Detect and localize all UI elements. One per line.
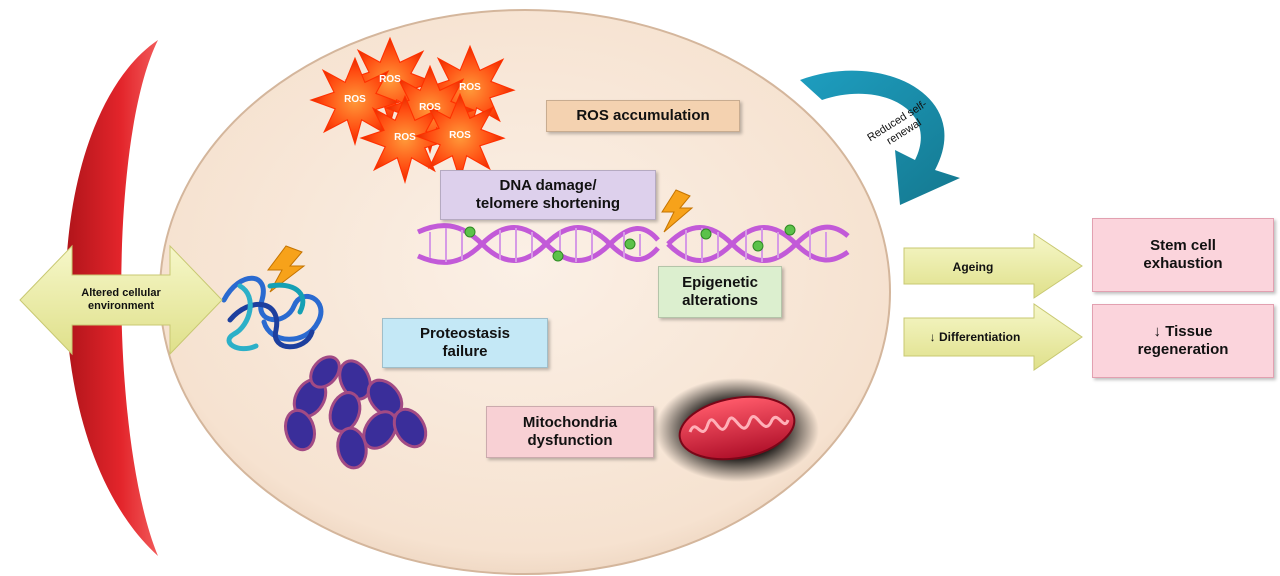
ageing-label: Ageing [952, 259, 994, 274]
mito-line1: Mitochondria [522, 414, 618, 431]
dna-helix-rungs [429, 228, 827, 262]
mito-line2: dysfunction [527, 432, 613, 449]
mitochondria-dysfunction-label: Mitochondria dysfunction [486, 406, 654, 458]
misfolded-protein-icon [221, 275, 324, 352]
stem-line1: Stem cell [1150, 237, 1216, 254]
epigenetic-line2: alterations [682, 292, 758, 309]
altered-line2: environment [87, 300, 154, 312]
tissue-line2: regeneration [1137, 341, 1229, 358]
dna-damage-line2: telomere shortening [475, 195, 621, 212]
stem-cell-exhaustion-box: Stem cell exhaustion [1092, 218, 1274, 292]
mitochondrion-icon [678, 395, 796, 461]
ros-star-label: ROS [344, 94, 366, 105]
epigenetic-alterations-label: Epigenetic alterations [658, 266, 782, 318]
lightning-bolt-icon [267, 245, 306, 293]
tissue-line1: ↓ Tissue [1153, 323, 1213, 340]
differentiation-label: ↓ Differentiation [929, 329, 1021, 344]
epigenetic-line1: Epigenetic [682, 274, 758, 291]
ros-star-label: ROS [379, 74, 401, 85]
altered-environment-double-arrow [19, 244, 223, 356]
reduced-self-renewal-curved-arrow [800, 70, 960, 206]
stem-line2: exhaustion [1143, 255, 1223, 272]
proteostasis-line2: failure [442, 343, 488, 360]
ros-accumulation-label: ROS accumulation [546, 100, 740, 132]
proteostasis-line1: Proteostasis [419, 325, 511, 342]
ros-star-label: ROS [449, 130, 471, 141]
ros-star-label: ROS [419, 102, 441, 113]
dna-damage-line1: DNA damage/ [499, 177, 597, 194]
methylation-marks [464, 224, 796, 262]
proteostasis-failure-label: Proteostasis failure [382, 318, 548, 368]
lightning-bolt-icon [661, 189, 694, 233]
differentiation-arrow [903, 303, 1083, 371]
ageing-arrow [903, 233, 1083, 299]
ros-star-label: ROS [394, 132, 416, 143]
protein-aggregate-icons [284, 355, 428, 470]
altered-line1: Altered cellular [81, 286, 161, 299]
ros-star-label: ROS [459, 82, 481, 93]
mitochondrion-cristae [688, 415, 790, 433]
dna-damage-label: DNA damage/ telomere shortening [440, 170, 656, 220]
altered-environment-label: Altered cellular environment [66, 282, 176, 318]
tissue-regeneration-box: ↓ Tissue regeneration [1092, 304, 1274, 378]
